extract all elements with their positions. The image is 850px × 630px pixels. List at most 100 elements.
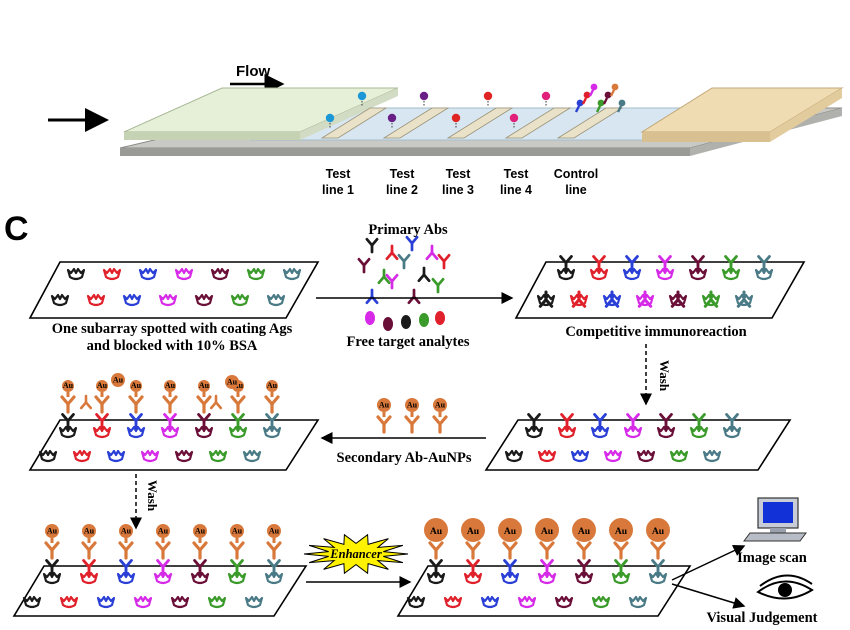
control-antibody: [602, 97, 609, 105]
capture-probe-dot: [357, 91, 367, 101]
antibody-arm-right: [168, 395, 178, 406]
antigen-spot-bottom: [170, 595, 190, 609]
secondary-antibody: [162, 395, 178, 414]
primary-antibody: [425, 244, 439, 261]
antibody-arm-right: [730, 413, 739, 423]
antigen-spot-bottom: [208, 449, 228, 463]
antibody-arm-right: [66, 395, 76, 406]
antibody-arm-right: [544, 298, 554, 308]
strip-line-bar: [504, 107, 572, 139]
primary-antibody: [365, 237, 379, 254]
au-label: Au: [269, 526, 280, 535]
secondary-antibody: [60, 395, 76, 414]
antibody-arm-right: [100, 395, 110, 406]
au-label: Au: [63, 381, 74, 390]
antibody-arm-right: [202, 395, 212, 406]
antigen-spot-bottom: [628, 595, 648, 609]
strip-line-bar: [446, 107, 514, 139]
secondary-antibody: [94, 395, 110, 414]
competitive-label: Competitive immunoreaction: [565, 324, 746, 340]
control-dot: [611, 83, 619, 91]
antigen-spot-bottom: [174, 449, 194, 463]
control-dot: [576, 99, 584, 107]
antigen-spot-top: [426, 571, 446, 585]
secondary-antibody: [118, 541, 134, 560]
antibody-arm-right: [545, 541, 555, 552]
au-label: Au: [195, 526, 206, 535]
antibody-arm-right: [697, 413, 706, 423]
monitor-icon: [743, 497, 807, 542]
au-label: Au: [47, 526, 58, 535]
control-antibody: [616, 105, 623, 113]
au-label: Au: [578, 526, 591, 537]
test-line-1-label: Test line 1: [322, 167, 354, 197]
antibody-arm-right: [436, 277, 445, 287]
test-line-2-label: Test line 2: [386, 167, 418, 197]
antigen-spot-bottom: [106, 449, 126, 463]
free-primary-antibody: [538, 290, 554, 308]
antibody-arm-right: [390, 273, 399, 283]
antigen-spot-top: [590, 425, 610, 439]
bound-primary-antibody: [82, 559, 96, 576]
strip-line-bar: [382, 107, 450, 139]
bound-primary-antibody: [230, 559, 244, 576]
test-line-1-label-bottom: line 1: [322, 183, 354, 197]
control-dot: [583, 91, 591, 99]
control-antibody: [588, 89, 595, 97]
enlarged-au-particle: [646, 518, 670, 542]
panel-label: C: [4, 210, 29, 248]
free-au-particle: [225, 375, 239, 389]
bound-primary-antibody: [560, 413, 574, 430]
antigen-spot-bottom: [38, 449, 58, 463]
bound-primary-antibody: [265, 413, 279, 430]
free-au-particle: [111, 373, 125, 387]
bound-primary-antibody: [193, 559, 207, 576]
capture-probe-dot: [419, 91, 429, 101]
au-label: Au: [227, 377, 238, 386]
enhancer-burst: [303, 533, 409, 575]
antigen-spot-bottom: [50, 293, 70, 307]
antigen-spot-bottom: [537, 449, 557, 463]
secondary-antibody: [44, 541, 60, 560]
antibody-arm-right: [598, 413, 607, 423]
primary-abs-label: Primary Abs: [368, 222, 448, 238]
secondary-au-particle: [198, 380, 210, 392]
free-primary-antibody: [604, 290, 620, 308]
bound-primary-antibody: [593, 413, 607, 430]
antibody-arm-right: [762, 255, 771, 265]
enlarged-au-particle: [424, 518, 448, 542]
primary-antibody: [405, 235, 419, 252]
antibody-arm-right: [471, 541, 481, 552]
antibody-arm-right: [362, 257, 371, 267]
antibody-arm-right: [272, 559, 281, 569]
antibody-arm-right: [161, 541, 171, 552]
secondary-au-conjugate: [376, 415, 392, 434]
bound-primary-antibody: [626, 413, 640, 430]
antigen-spot-bottom: [406, 595, 426, 609]
antigen-spot-bottom: [244, 595, 264, 609]
primary-antibody: [385, 273, 399, 290]
antigen-spot-top: [589, 267, 609, 281]
antibody-arm-right: [270, 413, 279, 423]
antibody-arm-right: [696, 255, 705, 265]
free-primary-antibody: [637, 290, 653, 308]
antibody-arm-right: [742, 298, 752, 308]
antibody-arm-right: [438, 415, 448, 426]
antibody-arm-right: [631, 413, 640, 423]
test-line-4-label: Test line 4: [500, 167, 532, 197]
test-line-4-label-top: Test: [504, 167, 530, 181]
antigen-spot-bottom: [603, 449, 623, 463]
au-label: Au: [467, 526, 480, 537]
free-secondary-antibody: [209, 394, 223, 410]
bound-primary-antibody: [658, 255, 672, 272]
test-line-3-label-bottom: line 3: [442, 183, 474, 197]
antigen-spot-bottom: [207, 595, 227, 609]
antigen-spot-top: [648, 571, 668, 585]
au-label: Au: [233, 381, 244, 390]
bound-primary-antibody: [659, 413, 673, 430]
au-label: Au: [379, 400, 390, 409]
target-analyte: [365, 311, 375, 325]
antibody-arm-right: [390, 251, 399, 261]
antibody-arm-right: [430, 251, 439, 261]
antibody-arm-right: [236, 395, 246, 406]
